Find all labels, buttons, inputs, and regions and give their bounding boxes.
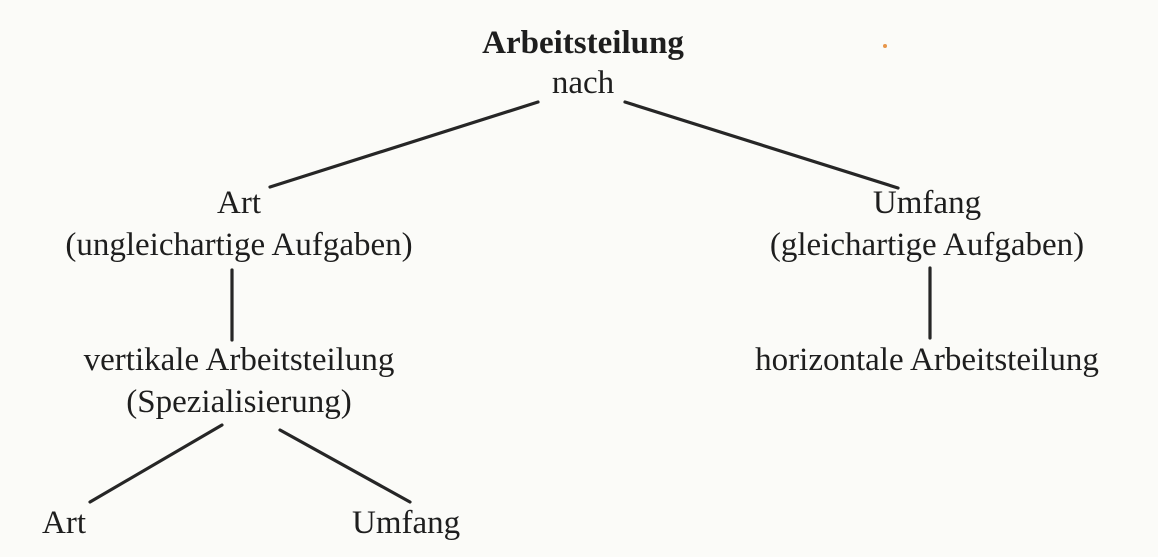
node-vertikal-description: (Spezialisierung) [126, 384, 352, 420]
node-horizontal-label: horizontale Arbeitsteilung [755, 342, 1099, 378]
node-umfang-label: Umfang [872, 185, 982, 221]
edge-root-art [268, 100, 540, 189]
edge-root-umfang [623, 100, 900, 190]
node-vertikal-label: vertikale Arbeitsteilung [83, 342, 395, 378]
paper-speck [883, 44, 887, 48]
node-umfang-description: (gleichartige Aufgaben) [769, 227, 1085, 263]
root-title: Arbeitsteilung [482, 25, 684, 61]
edge-vertikal-leaf-art [88, 423, 224, 504]
leaf-art-label: Art [42, 505, 86, 541]
leaf-umfang-label: Umfang [352, 505, 461, 541]
node-art-description: (ungleichartige Aufgaben) [65, 227, 413, 263]
root-subtitle: nach [551, 65, 615, 101]
node-art-label: Art [217, 185, 261, 221]
edge-vertikal-leaf-umfang [278, 428, 412, 504]
